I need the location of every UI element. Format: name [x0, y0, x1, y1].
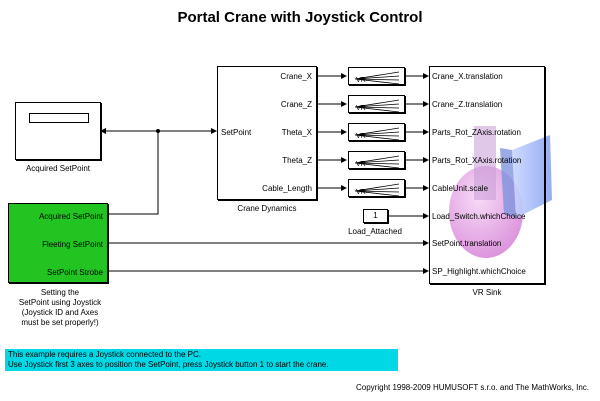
vr-fan-icon — [354, 155, 400, 169]
vr-block-theta-z[interactable]: VR — [348, 151, 405, 169]
crane-dynamics-block[interactable]: SetPoint Crane_X Crane_Z Theta_X Theta_Z… — [217, 66, 317, 200]
sink-input-setpoint-translation: SetPoint.translation — [432, 239, 502, 248]
joystick-output-acquired: Acquired SetPoint — [38, 212, 103, 221]
load-attached-caption: Load_Attached — [348, 227, 402, 236]
crane-dynamics-caption: Crane Dynamics — [237, 204, 297, 213]
info-note: This example requires a Joystick connect… — [5, 349, 398, 371]
vr-fan-icon — [354, 183, 400, 197]
crane-input-setpoint: SetPoint — [221, 128, 252, 137]
acquired-setpoint-block[interactable] — [15, 102, 101, 160]
joystick-caption-line4: must be set properly!) — [21, 318, 99, 327]
vr-block-label: VR — [356, 161, 366, 168]
acquired-setpoint-caption: Acquired SetPoint — [25, 164, 91, 173]
crane-output-cable-length: Cable_Length — [262, 184, 312, 193]
sink-input-crane-x: Crane_X.translation — [432, 72, 503, 81]
sink-input-rot-z: Parts_Rot_ZAxis.rotation — [432, 128, 521, 137]
vr-sink-block[interactable]: Crane_X.translation Crane_Z.translation … — [429, 66, 545, 284]
vr-fan-icon — [354, 99, 400, 113]
vr-block-theta-x[interactable]: VR — [348, 123, 405, 141]
info-note-line2: Use Joystick first 3 axes to position th… — [8, 360, 329, 369]
joystick-caption-line2: SetPoint using Joystick — [18, 298, 102, 307]
vr-block-crane-x[interactable]: VR — [348, 67, 405, 85]
crane-output-crane-z: Crane_Z — [280, 100, 312, 109]
joystick-output-fleeting: Fleeting SetPoint — [42, 240, 103, 249]
joystick-caption-line3: (Joystick ID and Axes — [21, 308, 99, 317]
vr-sink-caption: VR Sink — [472, 288, 502, 297]
joystick-output-strobe: SetPoint Strobe — [46, 268, 103, 277]
crane-output-theta-z: Theta_Z — [282, 156, 312, 165]
vr-block-label: VR — [356, 77, 366, 84]
vr-block-label: VR — [356, 133, 366, 140]
crane-output-crane-x: Crane_X — [280, 72, 312, 81]
vr-block-label: VR — [356, 105, 366, 112]
sink-input-crane-z: Crane_Z.translation — [432, 100, 503, 109]
joystick-setpoint-block[interactable]: Acquired SetPoint Fleeting SetPoint SetP… — [8, 203, 108, 283]
vr-fan-icon — [354, 127, 400, 141]
copyright-text: Copyright 1998-2009 HUMUSOFT s.r.o. and … — [356, 383, 589, 392]
crane-output-theta-x: Theta_X — [281, 128, 312, 137]
load-attached-constant[interactable]: 1 — [363, 209, 388, 223]
sink-input-load-switch: Load_Switch.whichChoice — [432, 212, 526, 221]
diagram-title: Portal Crane with Joystick Control — [177, 9, 423, 26]
sink-input-sp-highlight: SP_Highlight.whichChoice — [432, 267, 526, 276]
vr-fan-icon — [354, 71, 400, 85]
vr-block-cable-length[interactable]: VR — [348, 179, 405, 197]
sink-input-cable-scale: CableUnit.scale — [432, 184, 489, 193]
vr-block-label: VR — [356, 189, 366, 196]
constant-value: 1 — [373, 211, 378, 220]
joystick-caption-line1: Setting the — [40, 288, 80, 297]
display-window — [29, 113, 89, 123]
info-note-line1: This example requires a Joystick connect… — [8, 350, 201, 359]
vr-block-crane-z[interactable]: VR — [348, 95, 405, 113]
sink-input-rot-x: Parts_Rot_XAxis.rotation — [432, 156, 522, 165]
